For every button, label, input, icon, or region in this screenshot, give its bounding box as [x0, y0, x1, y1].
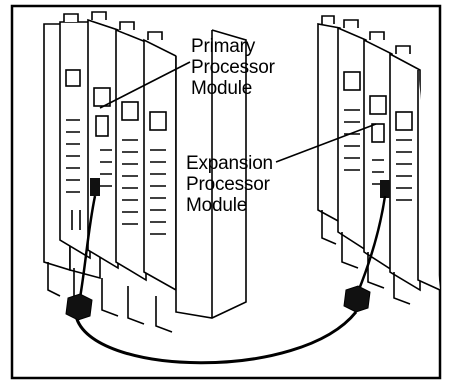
- primary-leader-line: [99, 61, 191, 109]
- primary-label-line-2: Processor: [191, 57, 275, 78]
- interconnect-cable: [74, 311, 358, 365]
- cable-left-drop: [78, 195, 97, 299]
- primary-processor-module-label: Primary Processor Module: [191, 36, 275, 99]
- expansion-leader-line: [275, 123, 377, 163]
- primary-label-line-3: Module: [191, 78, 253, 99]
- expansion-label-line-3: Module: [186, 195, 248, 216]
- expansion-port: [380, 180, 390, 198]
- expansion-label-line-2: Processor: [186, 174, 270, 195]
- expansion-processor-module-label: Expansion Processor Module: [186, 153, 273, 216]
- left-cable-connector: [65, 293, 93, 321]
- right-cable-connector: [343, 285, 371, 313]
- cable-right-drop: [356, 195, 387, 293]
- right-cabinet: [317, 15, 441, 305]
- diagram-border: [10, 4, 442, 380]
- primary-port: [90, 178, 100, 196]
- expansion-label-line-1: Expansion: [186, 153, 273, 174]
- primary-label-line-1: Primary: [191, 36, 256, 57]
